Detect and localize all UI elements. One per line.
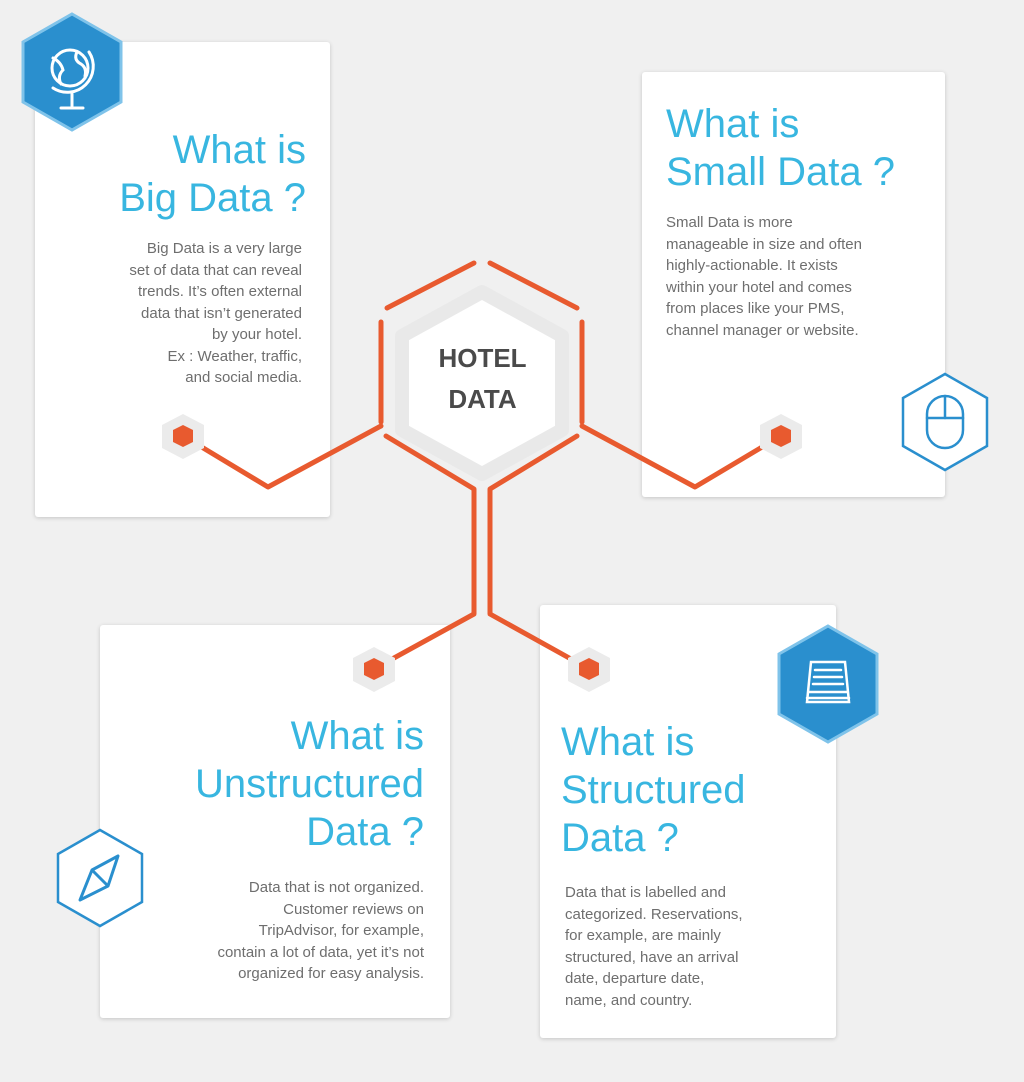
node-big-data [162,414,204,459]
document-stack-icon [777,624,879,744]
branch-unstructured [371,433,477,672]
node-small-data [760,414,802,459]
node-structured [568,647,610,692]
compass-icon [56,828,144,928]
hex-segment-top-right [487,260,580,311]
unstructured-data-title: What is Unstructured Data ? [195,714,424,854]
center-hexagon [395,285,569,481]
unstructured-data-body: Data that is not organized. Customer rev… [217,879,424,982]
small-data-body: Small Data is more manageable in size an… [666,214,862,339]
big-data-title: What is Big Data ? [119,128,306,220]
center-label: HOTEL DATA [438,343,527,414]
branch-structured [487,433,592,672]
mouse-icon [901,372,989,472]
hex-segment-top-left [384,260,477,311]
globe-icon [21,12,123,132]
small-data-title: What is Small Data ? [666,102,895,194]
structured-data-title: What is Structured Data ? [561,720,746,860]
branch-big-data [182,423,384,490]
branch-small-data [579,423,782,490]
big-data-body: Big Data is a very large set of data tha… [129,240,302,386]
structured-data-body: Data that is labelled and categorized. R… [565,884,743,1009]
unstructured-data-card [100,625,450,1018]
node-unstructured [353,647,395,692]
